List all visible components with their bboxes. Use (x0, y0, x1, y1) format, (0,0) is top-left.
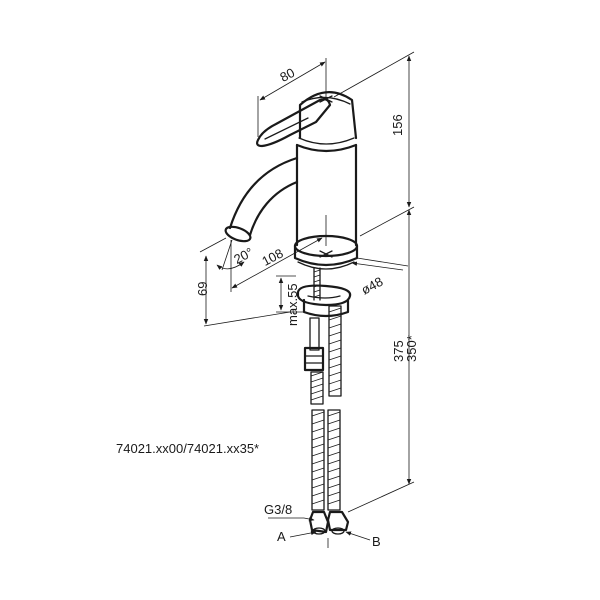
dimension-lines (199, 51, 415, 548)
base-plate (293, 215, 359, 270)
dim-handle-width: 80 (277, 65, 297, 85)
dim-hose-length: 375 (391, 340, 406, 362)
label-connection-a: A (277, 529, 286, 544)
dim-connection-thread: G3/8 (264, 502, 292, 517)
dim-hose-length-alt: 350* (404, 335, 419, 362)
dim-base-diameter: ø48 (359, 274, 386, 298)
dim-body-height: 156 (390, 114, 405, 136)
label-connection-b: B (372, 534, 381, 549)
dimension-labels: 80 156 20° 108 69 ø48 max.55 375 350* G3… (116, 65, 419, 549)
faucet-body (295, 91, 358, 247)
dim-spout-height: 69 (195, 282, 210, 296)
dim-spout-angle: 20° (231, 244, 255, 266)
dim-spout-reach: 108 (259, 245, 285, 268)
dim-max-deck: max.55 (285, 283, 300, 326)
supply-hoses (303, 305, 350, 535)
spout (224, 156, 299, 243)
model-numbers: 74021.xx00/74021.xx35* (116, 441, 259, 456)
lever-handle (256, 98, 332, 148)
mounting-hardware (296, 267, 352, 318)
